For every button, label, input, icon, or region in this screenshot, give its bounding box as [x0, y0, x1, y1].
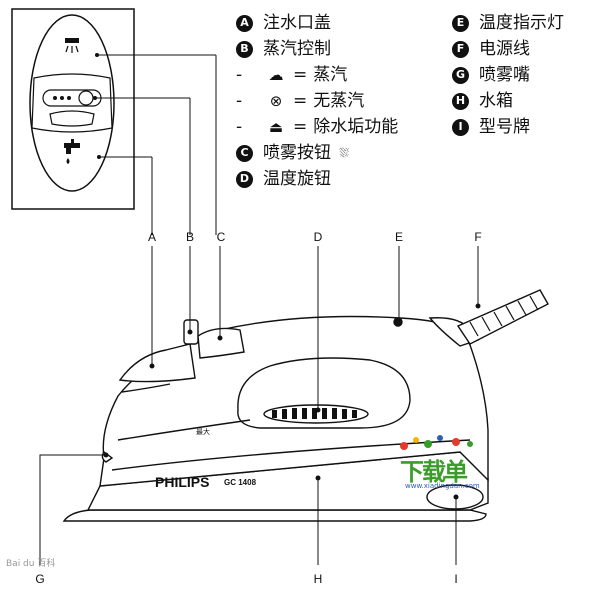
dash: - — [236, 65, 243, 85]
steam-cloud-icon: ☁ — [268, 66, 284, 84]
steam-setting-steam: - ☁ = 蒸汽 — [236, 62, 398, 88]
legend-label: 喷雾按钮 — [263, 143, 331, 163]
callout-c: C — [216, 230, 226, 244]
legend-badge: D — [236, 170, 253, 188]
legend-item-e: E 温度指示灯 — [452, 10, 564, 36]
legend-label: 电源线 — [479, 39, 530, 59]
legend-label: 水箱 — [479, 91, 513, 111]
legend-item-i: I 型号牌 — [452, 114, 564, 140]
legend-label: 蒸汽控制 — [263, 39, 331, 59]
legend-badge: B — [236, 40, 253, 58]
equals: = — [293, 65, 308, 85]
inset-leaders — [151, 55, 217, 235]
steam-setting-label: 无蒸汽 — [313, 91, 365, 111]
dash: - — [236, 117, 243, 137]
legend-label: 型号牌 — [479, 117, 530, 137]
callout-d: D — [313, 230, 323, 244]
callout-g: G — [35, 572, 45, 586]
legend-badge: C — [236, 144, 253, 162]
legend-badge: H — [452, 92, 469, 110]
temperature-dial-ridges — [272, 408, 357, 419]
legend-item-b: B 蒸汽控制 — [236, 36, 398, 62]
watermark-logo — [400, 435, 473, 450]
brand-label: PHILIPS — [155, 474, 209, 490]
legend-badge: A — [236, 14, 253, 32]
steam-setting-no-steam: - ⊗ = 无蒸汽 — [236, 88, 398, 114]
watermark-corner: Bai du 百科 — [6, 559, 56, 569]
no-steam-icon: ⊗ — [269, 92, 283, 110]
legend-badge: F — [452, 40, 469, 58]
spray-button-icon: ⛆ — [339, 146, 349, 160]
legend-item-h: H 水箱 — [452, 88, 564, 114]
legend-item-a: A 注水口盖 — [236, 10, 398, 36]
cord-guard-slots — [469, 295, 539, 337]
control-panel-inset — [11, 8, 216, 210]
callout-b: B — [185, 230, 195, 244]
legend-right: E 温度指示灯 F 电源线 G 喷雾嘴 H 水箱 I 型号牌 — [452, 10, 564, 140]
callout-h: H — [313, 572, 323, 586]
callout-f: F — [474, 230, 482, 244]
callout-a: A — [147, 230, 157, 244]
legend-label: 喷雾嘴 — [479, 65, 530, 85]
legend-label: 温度指示灯 — [479, 13, 564, 33]
spray-symbol-icon — [65, 38, 79, 53]
callout-i: I — [454, 572, 458, 586]
steam-setting-calc-clean: - ⏏ = 除水垢功能 — [236, 114, 398, 140]
legend-label: 温度旋钮 — [263, 169, 331, 189]
legend-item-f: F 电源线 — [452, 36, 564, 62]
dash: - — [236, 91, 243, 111]
equals: = — [293, 117, 308, 137]
legend-left: A 注水口盖 B 蒸汽控制 - ☁ = 蒸汽 - ⊗ = 无蒸汽 - ⏏ = 除… — [236, 10, 398, 192]
callout-leaders — [39, 246, 481, 565]
model-label: GC 1408 — [224, 478, 257, 487]
watermark-url: www.xiadingdan.com — [405, 482, 480, 490]
equals: = — [293, 91, 308, 111]
steam-setting-label: 除水垢功能 — [313, 117, 399, 137]
legend-label: 注水口盖 — [263, 13, 331, 33]
water-tap-icon — [64, 139, 80, 164]
legend-item-d: D 温度旋钮 — [236, 166, 398, 192]
watermark-logo-text: 下载单 — [400, 458, 468, 486]
small-dial-label: 最大 — [196, 427, 210, 436]
callout-e: E — [394, 230, 404, 244]
legend-badge: G — [452, 66, 469, 84]
legend-badge: I — [452, 118, 469, 136]
iron-body — [62, 289, 549, 522]
steam-setting-label: 蒸汽 — [313, 65, 348, 85]
legend-item-g: G 喷雾嘴 — [452, 62, 564, 88]
legend-badge: E — [452, 14, 469, 32]
calc-clean-icon: ⏏ — [268, 118, 284, 136]
legend-item-c: C 喷雾按钮 ⛆ — [236, 140, 398, 166]
